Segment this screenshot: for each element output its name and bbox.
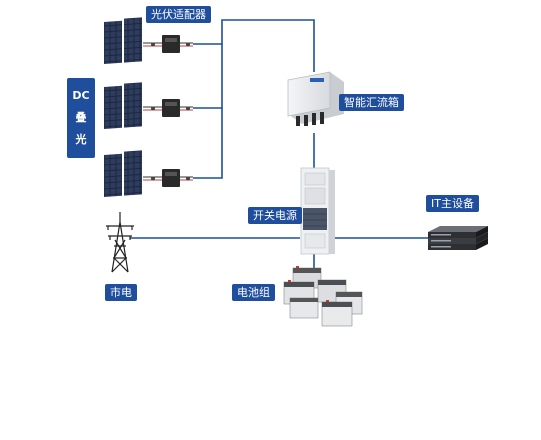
link-inverter2 xyxy=(193,44,223,109)
micro-inverter-label: 光伏适配器 xyxy=(146,6,211,23)
micro-inverter-icon xyxy=(143,35,193,53)
server-rack-icon xyxy=(428,226,488,250)
link-inverter3 xyxy=(193,108,223,179)
combiner-box-icon xyxy=(287,71,344,126)
solar-panel-icon xyxy=(104,150,142,197)
connection-lines xyxy=(130,19,428,268)
switch-power-label: 开关电源 xyxy=(248,207,302,224)
dc-stack-line-1: DC xyxy=(72,89,90,102)
dc-stack-line-2: 叠 xyxy=(75,111,87,124)
dc-stack-label: DC 叠 光 xyxy=(67,78,95,158)
it-equipment-label: IT主设备 xyxy=(426,195,479,212)
grid-label: 市电 xyxy=(105,284,137,301)
link-inverter1 xyxy=(193,19,315,72)
solar-panel-icon xyxy=(104,17,142,64)
micro-inverter-icon xyxy=(143,99,193,117)
power-tower-icon xyxy=(106,212,134,273)
power-cabinet-icon xyxy=(300,167,335,255)
battery-label: 电池组 xyxy=(232,284,275,301)
solar-panel-icon xyxy=(104,82,142,129)
micro-inverter-icon xyxy=(143,169,193,187)
combiner-box-label: 智能汇流箱 xyxy=(339,94,404,111)
battery-icon xyxy=(283,266,363,327)
dc-stack-line-3: 光 xyxy=(75,133,87,146)
